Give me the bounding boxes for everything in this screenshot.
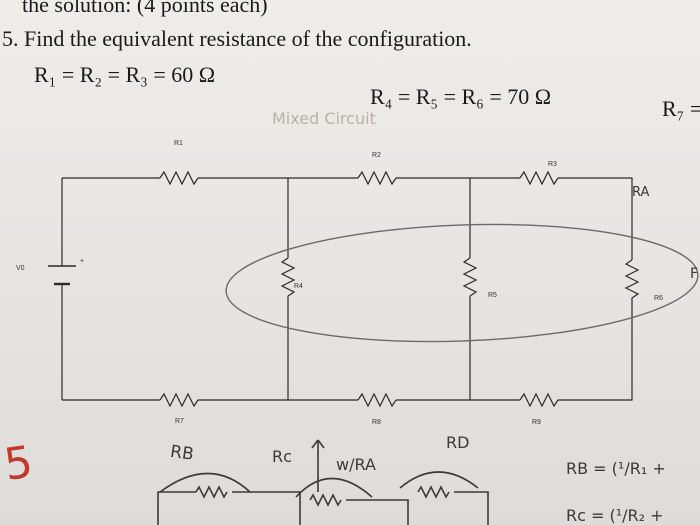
margin-mark: RA (632, 185, 650, 200)
label-r2: R2 (372, 152, 381, 159)
resistor-r2 (357, 170, 397, 186)
score-mark: 5 (1, 437, 36, 491)
resistor-r5 (462, 257, 478, 297)
resistor-r7 (159, 392, 199, 408)
hand-rc: Rc (272, 447, 292, 466)
hand-rb: RB (169, 442, 195, 465)
edge-mark: F (690, 266, 698, 282)
label-r9: R9 (532, 419, 541, 426)
resistor-r6 (624, 259, 640, 312)
hand-with-ra: w/RA (336, 455, 376, 474)
header-text: the solution: (4 points each) (22, 0, 268, 17)
hand-eq-rb: RB = (¹/R₁ + (566, 459, 666, 478)
label-r3: R3 (548, 161, 557, 168)
label-r5: R5 (488, 292, 497, 299)
circuit-wires (61, 170, 640, 408)
hand-eq-rc: Rc = (¹/R₂ + (566, 506, 664, 525)
label-r1: R1 (174, 140, 183, 147)
label-v0: V0 (16, 265, 25, 272)
resistor-r8 (357, 392, 397, 408)
resistor-r3 (519, 170, 559, 186)
resistor-r9 (519, 392, 559, 408)
given-r7: R₇ = (662, 96, 700, 121)
given-r1-r2-r3: R₁ = R₂ = R₃ = 60 Ω (34, 62, 216, 87)
label-r4: R4 (294, 283, 303, 290)
label-plus: + (80, 258, 84, 265)
pencil-sketch (157, 439, 489, 525)
given-r4-r5-r6: R₄ = R₅ = R₆ = 70 Ω (370, 84, 552, 109)
hand-rd: RD (446, 433, 469, 452)
label-r7: R7 (175, 418, 184, 425)
resistor-r1 (159, 170, 199, 186)
question-text: 5. Find the equivalent resistance of the… (2, 26, 472, 51)
resistor-r4 (280, 257, 296, 297)
label-r6: R6 (654, 295, 663, 302)
pencil-ellipse (225, 223, 699, 343)
voltage-source (48, 265, 76, 286)
label-r8: R8 (372, 419, 381, 426)
faint-note: Mixed Circuit (272, 109, 376, 128)
